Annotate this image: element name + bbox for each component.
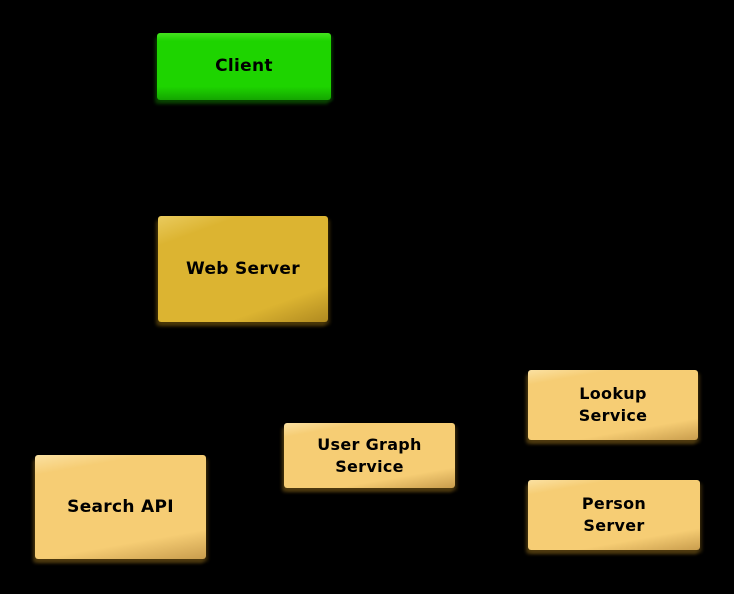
node-client: Client: [157, 33, 331, 100]
node-lookup-service: Lookup Service: [528, 370, 698, 440]
node-lookup-service-label: Lookup Service: [578, 384, 648, 425]
node-search-api: Search API: [35, 455, 206, 559]
node-client-label: Client: [215, 56, 273, 77]
node-person-server: Person Server: [528, 480, 700, 550]
node-person-server-label: Person Server: [581, 494, 647, 535]
node-user-graph-service: User Graph Service: [284, 423, 455, 488]
node-web-server: Web Server: [158, 216, 328, 322]
node-web-server-label: Web Server: [186, 258, 300, 279]
node-user-graph-service-label: User Graph Service: [317, 434, 422, 476]
node-search-api-label: Search API: [67, 496, 174, 517]
